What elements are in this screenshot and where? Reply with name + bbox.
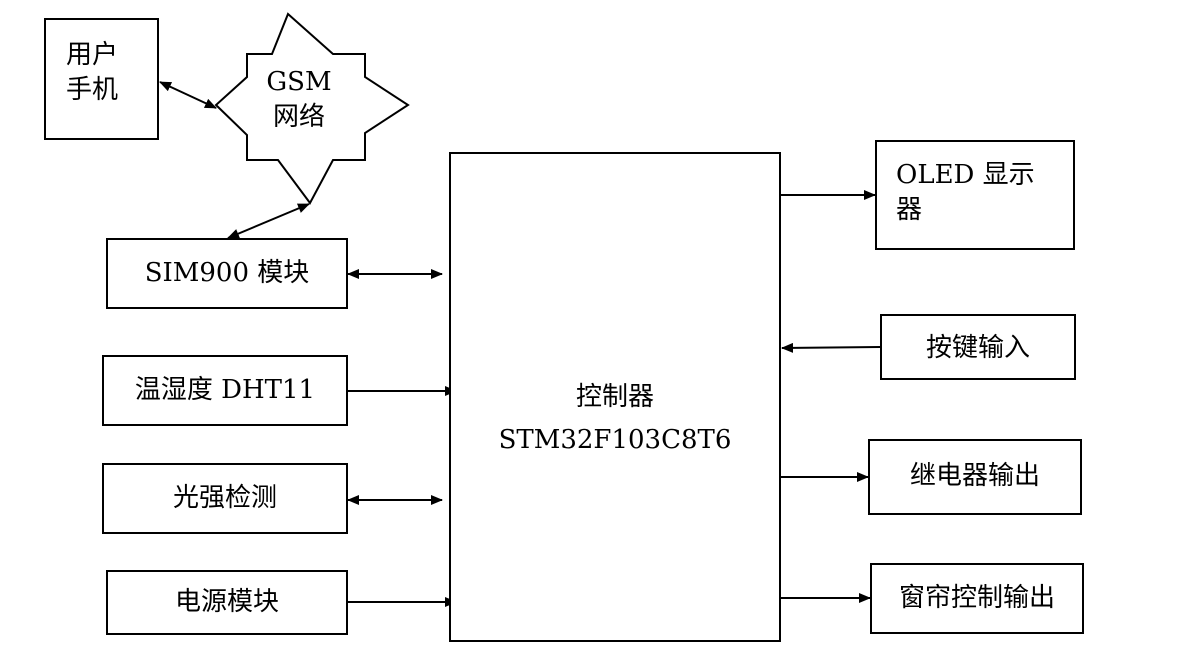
curtain-box — [870, 563, 1084, 634]
dht11-box — [102, 355, 348, 426]
power-label: 电源模块 — [174, 587, 279, 617]
keys-box — [880, 314, 1076, 380]
phone-gsm-link — [159, 81, 217, 109]
gsm-label: GSM 网络 — [266, 67, 332, 133]
relay-label: 继电器输出 — [909, 461, 1040, 491]
curtain-label: 窗帘控制输出 — [898, 583, 1055, 613]
phone-label: 用户 手机 — [66, 40, 119, 106]
controller-title: 控制器 — [575, 382, 654, 412]
gsm-sim900-link — [227, 203, 310, 239]
oled-label: OLED 显示 器 — [896, 160, 1035, 226]
phone-box — [44, 18, 159, 140]
dht11-label: 温湿度 DHT11 — [134, 375, 316, 405]
keys-controller-link — [781, 342, 881, 353]
relay-box — [868, 439, 1082, 515]
sim900-box — [106, 238, 348, 309]
controller-box — [449, 152, 781, 642]
light-label: 光强检测 — [172, 483, 277, 513]
oled-box — [875, 140, 1075, 250]
gsm-network-shape — [214, 12, 410, 205]
keys-label: 按键输入 — [925, 333, 1030, 363]
sim900-label: SIM900 模块 — [144, 258, 310, 288]
power-box — [106, 570, 348, 635]
controller-model: STM32F103C8T6 — [498, 425, 732, 455]
light-box — [102, 463, 348, 534]
